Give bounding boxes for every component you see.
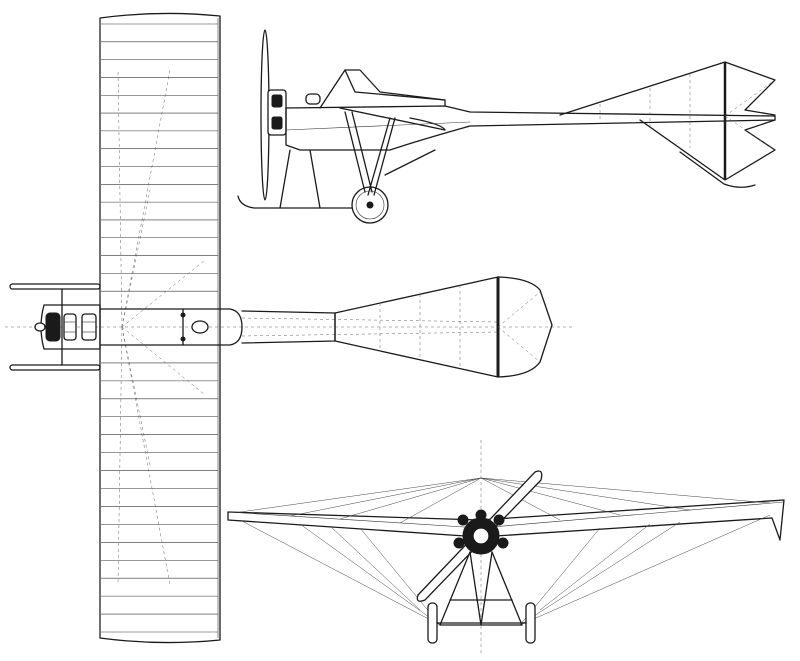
top-view	[5, 12, 575, 644]
front-view	[227, 440, 785, 655]
side-view-tank	[305, 93, 321, 105]
side-view-skid	[237, 195, 353, 209]
front-view-right-wheel	[525, 602, 536, 644]
side-view-fin-lower	[639, 119, 776, 181]
top-view-forward-fuselage	[40, 304, 101, 350]
side-view-wheel	[351, 186, 389, 224]
side-view-fuselage	[285, 105, 776, 151]
top-view-wing	[99, 12, 221, 644]
top-view-elevator	[497, 276, 553, 378]
top-view-spinner	[34, 322, 46, 332]
top-view-cockpit	[219, 308, 243, 346]
side-view-fin-upper	[559, 61, 776, 116]
front-view-undercarriage	[439, 551, 523, 626]
top-view-pilot-seat	[191, 320, 209, 334]
top-view-wing-ribs	[101, 23, 218, 633]
front-view-left-wheel	[427, 602, 438, 644]
top-view-right-skid	[9, 364, 101, 371]
top-view-left-skid	[9, 283, 101, 290]
side-view	[237, 29, 776, 224]
top-view-bracing-wires	[117, 69, 206, 586]
front-view-wing	[227, 499, 785, 541]
front-view-lower-wires	[239, 514, 771, 626]
top-view-engine	[45, 312, 61, 342]
